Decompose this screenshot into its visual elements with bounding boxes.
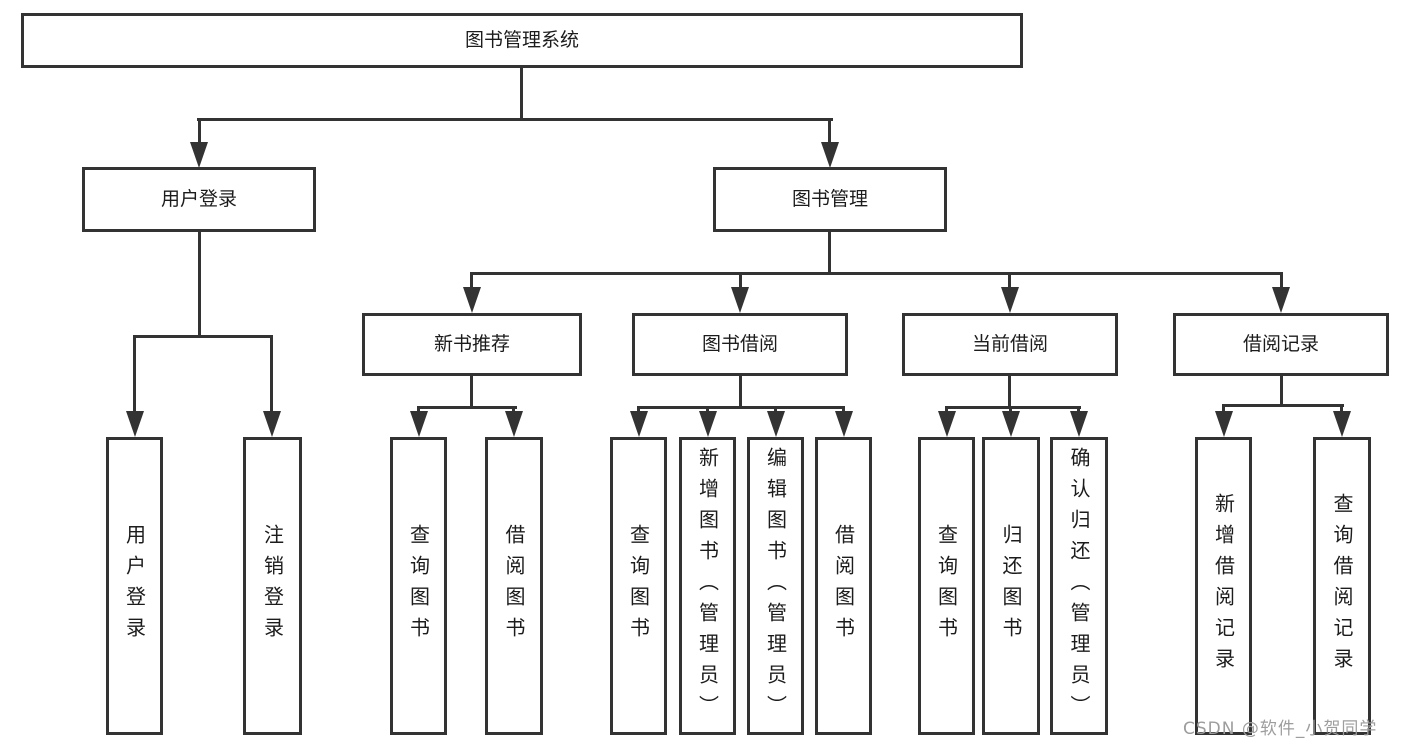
leaf-label: 查询借阅记录: [1330, 493, 1354, 679]
connector-line: [842, 406, 845, 414]
arrow-head: [1333, 411, 1351, 437]
connector-line: [470, 272, 473, 289]
connector-line: [1008, 374, 1011, 408]
connector-line: [739, 272, 742, 289]
connector-line: [417, 406, 420, 414]
node-user-login: 用户登录: [82, 167, 316, 232]
arrow-head: [630, 411, 648, 437]
connector-line: [1222, 404, 1225, 414]
leaf-label: 新增借阅记录: [1211, 493, 1236, 679]
leaf-query-book-cb: 查询图书: [918, 437, 975, 735]
leaf-confirm-return-admin: 确认归还（管理员）: [1050, 437, 1108, 735]
watermark: CSDN @软件_小贺同学: [1183, 719, 1378, 739]
connector-line: [1077, 406, 1080, 414]
leaf-label: 查询图书: [626, 524, 651, 648]
connector-line: [945, 406, 948, 414]
connector-line: [470, 374, 473, 408]
connector-line: [828, 118, 831, 144]
leaf-label: 确认归还（管理员）: [1067, 446, 1091, 726]
connector-line: [198, 118, 201, 144]
leaf-label: 查询图书: [406, 524, 431, 648]
arrow-head: [699, 411, 717, 437]
node-label: 借阅记录: [1242, 333, 1319, 356]
connector-line: [133, 335, 136, 413]
arrow-head: [126, 411, 144, 437]
leaf-query-book-bb: 查询图书: [610, 437, 667, 735]
node-label: 图书管理系统: [464, 29, 579, 52]
leaf-add-book-admin: 新增图书（管理员）: [679, 437, 736, 735]
connector-line: [270, 335, 273, 413]
arrow-head: [1215, 411, 1233, 437]
node-label: 新书推荐: [433, 333, 510, 356]
connector-line: [828, 230, 831, 274]
arrow-head: [263, 411, 281, 437]
node-label: 图书管理: [791, 188, 868, 211]
connector-line: [774, 406, 777, 414]
node-borrow-record: 借阅记录: [1173, 313, 1389, 376]
arrow-head: [463, 287, 481, 313]
arrow-head: [1001, 287, 1019, 313]
arrow-head: [767, 411, 785, 437]
node-current-borrow: 当前借阅: [902, 313, 1118, 376]
connector-line: [706, 406, 709, 414]
arrow-head: [410, 411, 428, 437]
node-label: 图书借阅: [701, 333, 778, 356]
node-label: 用户登录: [160, 188, 237, 211]
leaf-add-borrow-record: 新增借阅记录: [1195, 437, 1252, 735]
leaf-label: 归还图书: [999, 524, 1023, 648]
leaf-label: 用户登录: [122, 524, 147, 648]
leaf-user-login: 用户登录: [106, 437, 163, 735]
leaf-label: 借阅图书: [502, 524, 526, 648]
arrow-head: [938, 411, 956, 437]
connector-line: [198, 230, 201, 335]
leaf-return-book: 归还图书: [982, 437, 1040, 735]
connector-line: [470, 272, 1282, 275]
connector-line: [739, 374, 742, 408]
leaf-query-book-rec: 查询图书: [390, 437, 447, 735]
arrow-head: [190, 142, 208, 168]
connector-line: [1280, 272, 1283, 289]
leaf-label: 注销登录: [260, 524, 285, 648]
node-label: 当前借阅: [971, 333, 1048, 356]
leaf-edit-book-admin: 编辑图书（管理员）: [747, 437, 804, 735]
connector-line: [1280, 374, 1283, 405]
connector-line: [1009, 406, 1012, 414]
connector-line: [133, 335, 273, 338]
arrow-head: [1002, 411, 1020, 437]
node-book-mgmt: 图书管理: [713, 167, 947, 232]
connector-line: [197, 118, 833, 121]
connector-line: [637, 406, 845, 409]
connector-line: [512, 406, 515, 414]
connector-line: [1340, 404, 1343, 414]
node-book-borrow: 图书借阅: [632, 313, 848, 376]
leaf-label: 借阅图书: [831, 524, 856, 648]
leaf-label: 新增图书（管理员）: [695, 446, 720, 726]
arrow-head: [505, 411, 523, 437]
connector-line: [637, 406, 640, 414]
node-new-book-rec: 新书推荐: [362, 313, 582, 376]
connector-line: [417, 406, 517, 409]
node-library-system: 图书管理系统: [21, 13, 1023, 68]
arrow-head: [731, 287, 749, 313]
leaf-borrow-book-bb: 借阅图书: [815, 437, 872, 735]
connector-line: [1008, 272, 1011, 289]
connector-line: [945, 406, 1081, 409]
arrow-head: [1070, 411, 1088, 437]
arrow-head: [835, 411, 853, 437]
leaf-label: 查询图书: [934, 524, 959, 648]
leaf-label: 编辑图书（管理员）: [763, 446, 788, 726]
arrow-head: [821, 142, 839, 168]
leaf-query-borrow-record: 查询借阅记录: [1313, 437, 1371, 735]
connector-line: [520, 66, 523, 120]
connector-line: [1222, 404, 1344, 407]
arrow-head: [1272, 287, 1290, 313]
leaf-borrow-book-rec: 借阅图书: [485, 437, 543, 735]
leaf-logout: 注销登录: [243, 437, 302, 735]
